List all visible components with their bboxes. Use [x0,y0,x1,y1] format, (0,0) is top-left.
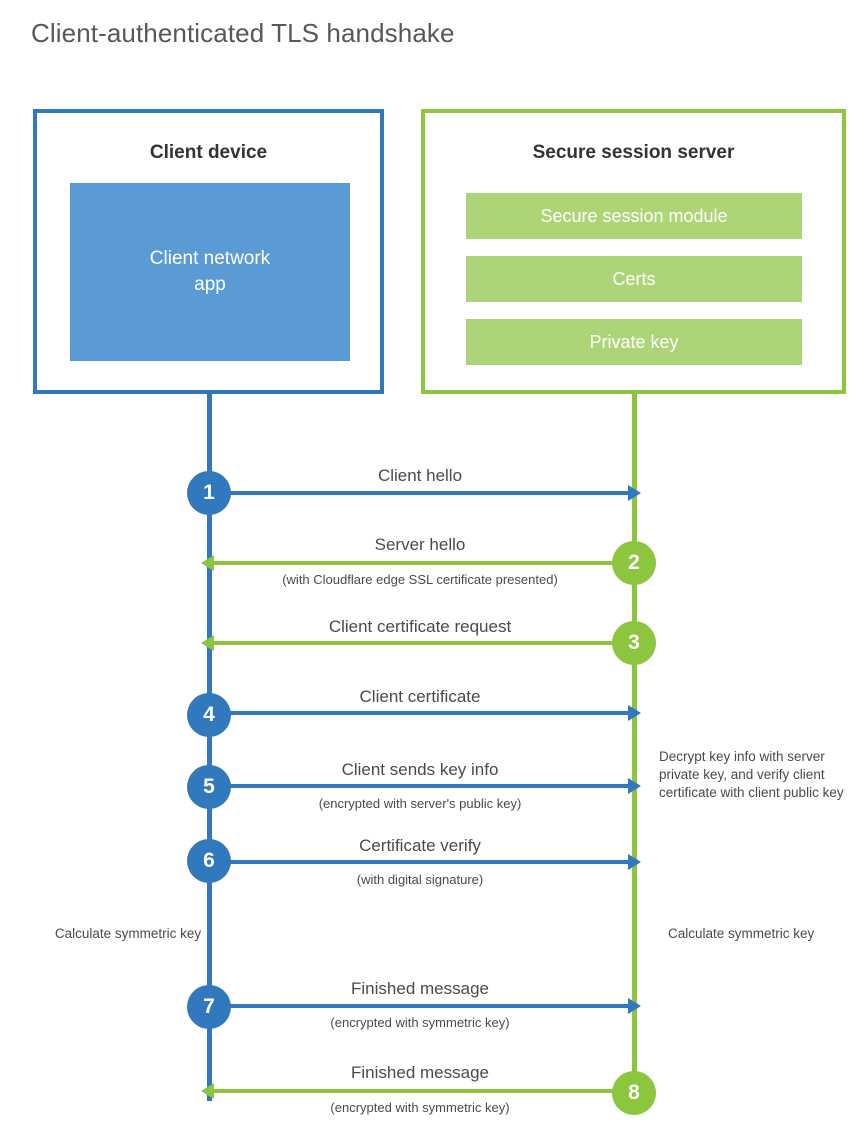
step-7-circle[interactable]: 7 [187,985,231,1029]
step-3-circle[interactable]: 3 [612,621,656,665]
arrow-head-icon [628,705,641,721]
client-network-app-block: Client network app [70,183,350,361]
server-component-label: Secure session module [540,205,728,226]
step-5-arrow [209,778,641,794]
step-1-arrow [209,485,641,501]
step-1-label: Client hello [377,466,463,485]
note-decrypt-key-info: Decrypt key info with server private key… [659,749,844,801]
client-device-box: Client device Client network app [33,109,384,394]
step-8-sublabel: (encrypted with symmetric key) [330,1100,510,1115]
server-component-label: Certs [612,268,656,289]
step-6-sublabel: (with digital signature) [356,872,484,887]
step-6-label: Certificate verify [359,836,481,855]
step-7-arrow [209,998,641,1014]
step-6-arrow [209,854,641,870]
secure-session-server-box: Secure session server Secure session mod… [421,109,846,394]
arrow-head-icon [201,1083,214,1099]
client-network-app-label: Client network app [149,248,271,295]
step-4-circle[interactable]: 4 [187,693,231,737]
step-4-arrow [209,705,641,721]
arrow-head-icon [628,485,641,501]
step-8-arrow [201,1083,632,1099]
step-4-label: Client certificate [359,687,481,706]
step-6-circle[interactable]: 6 [187,839,231,883]
arrow-head-icon [201,635,214,651]
step-8-circle[interactable]: 8 [612,1071,656,1115]
secure-session-server-title: Secure session server [532,142,735,163]
step-1-circle[interactable]: 1 [187,471,231,515]
step-7-sublabel: (encrypted with symmetric key) [330,1015,510,1030]
arrow-head-icon [201,555,214,571]
step-5-circle[interactable]: 5 [187,765,231,809]
note-calculate-symmetric-key-client: Calculate symmetric key [54,926,202,941]
step-8-label: Finished message [351,1063,489,1082]
arrow-head-icon [628,998,641,1014]
arrow-head-icon [628,854,641,870]
server-lifeline [632,393,637,1093]
step-5-sublabel: (encrypted with server's public key) [318,796,522,811]
arrow-head-icon [628,778,641,794]
server-component-certs: Certs [466,256,802,302]
step-5-label: Client sends key info [341,760,499,779]
step-3-arrow [201,635,632,651]
page-title: Client-authenticated TLS handshake [31,18,455,48]
client-lifeline [207,393,212,1101]
client-device-title: Client device [149,142,268,163]
note-calculate-symmetric-key-server: Calculate symmetric key [668,926,815,941]
step-3-label: Client certificate request [328,617,512,636]
step-2-circle[interactable]: 2 [612,541,656,585]
step-2-sublabel: (with Cloudflare edge SSL certificate pr… [282,572,558,587]
step-2-label: Server hello [374,535,466,554]
step-2-arrow [201,555,632,571]
step-7-label: Finished message [351,979,489,998]
server-component-secure-session-module: Secure session module [466,193,802,239]
server-component-label: Private key [589,331,679,352]
server-component-private-key: Private key [466,319,802,365]
